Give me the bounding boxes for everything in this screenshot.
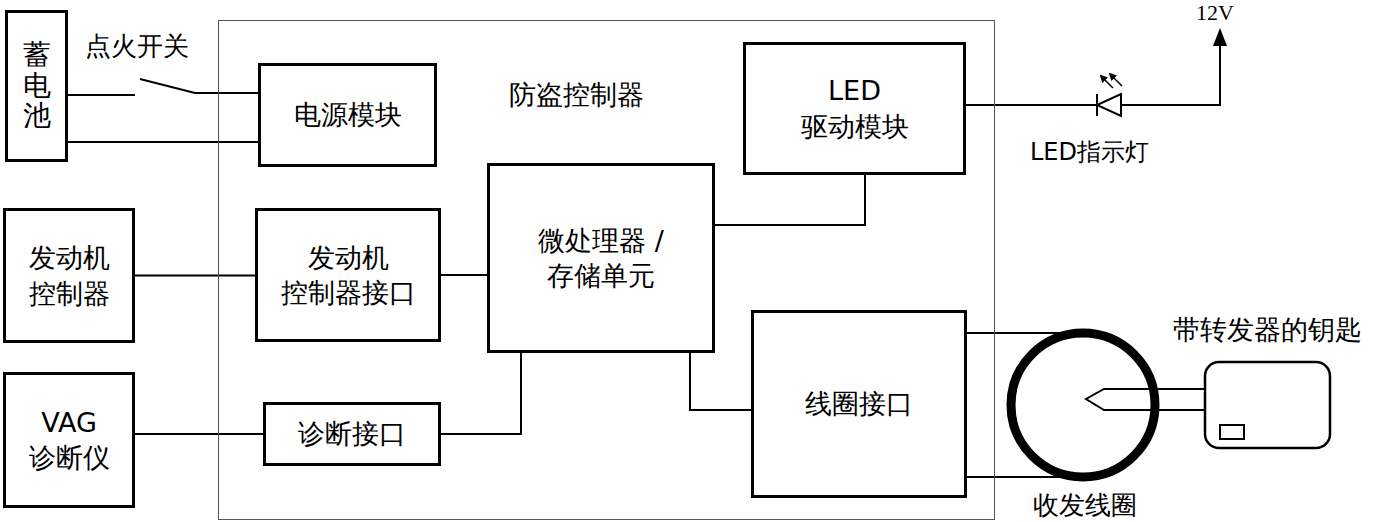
ecu-interface-box: 发动机 控制器接口 <box>255 208 441 342</box>
key-head <box>1205 362 1330 448</box>
node-label: 收发线圈 <box>1005 491 1165 520</box>
node-label: 蓄电池 <box>23 40 51 132</box>
switch-label: 点火开关 <box>85 32 189 61</box>
diag-interface-box: 诊断接口 <box>263 402 441 466</box>
transceiver-coil: 收发线圈 <box>1005 324 1165 520</box>
engine-ecu-box: 发动机 控制器 <box>3 208 135 343</box>
led-label: LED指示灯 <box>1030 139 1149 165</box>
wire-connector <box>441 274 487 276</box>
supply-arrow <box>1213 28 1227 46</box>
wire-connector <box>135 275 255 277</box>
wire-connector <box>135 433 263 435</box>
wire-connector <box>715 175 865 225</box>
diagnostic-tool-box: VAG 诊断仪 <box>3 372 135 508</box>
wire-connector <box>68 79 258 95</box>
node-label: 电源模块 <box>294 97 402 132</box>
transponder-key: 带转发器的钥匙 <box>1160 312 1375 457</box>
mcu-box: 微处理器 / 存储单元 <box>487 163 715 353</box>
voltage-label: 12V <box>1196 1 1234 25</box>
node-label: 线圈接口 <box>805 386 913 421</box>
wire-connector <box>690 353 751 410</box>
key-chip <box>1220 425 1244 439</box>
light-arrow <box>1101 76 1113 88</box>
led-driver-box: LED 驱动模块 <box>743 42 966 175</box>
wire-connector <box>68 141 258 143</box>
power-module-box: 电源模块 <box>258 63 437 167</box>
node-label: 发动机 控制器 <box>29 240 110 310</box>
coil-ring-circle <box>1011 333 1155 477</box>
diode-triangle <box>1097 94 1121 116</box>
supply-wire <box>1121 44 1220 105</box>
node-label: 带转发器的钥匙 <box>1160 312 1375 347</box>
node-label: 发动机 控制器接口 <box>281 240 416 310</box>
node-label: 诊断接口 <box>298 416 406 451</box>
wire-connector <box>441 353 521 434</box>
node-label: 防盗控制器 <box>509 77 644 112</box>
light-arrow <box>1110 74 1122 86</box>
node-label: 微处理器 / 存储单元 <box>521 223 681 293</box>
node-label: LED 驱动模块 <box>801 73 909 143</box>
controller-housing: 防盗控制器电源模块 LED 驱动模块发动机 控制器接口 微处理器 / 存储单元诊断接… <box>218 20 995 520</box>
coil-interface-box: 线圈接口 <box>751 310 967 498</box>
key-blade <box>1086 389 1205 410</box>
led-wire <box>966 104 1097 106</box>
node-label: VAG 诊断仪 <box>29 405 110 475</box>
battery-box: 蓄电池 <box>5 10 68 162</box>
